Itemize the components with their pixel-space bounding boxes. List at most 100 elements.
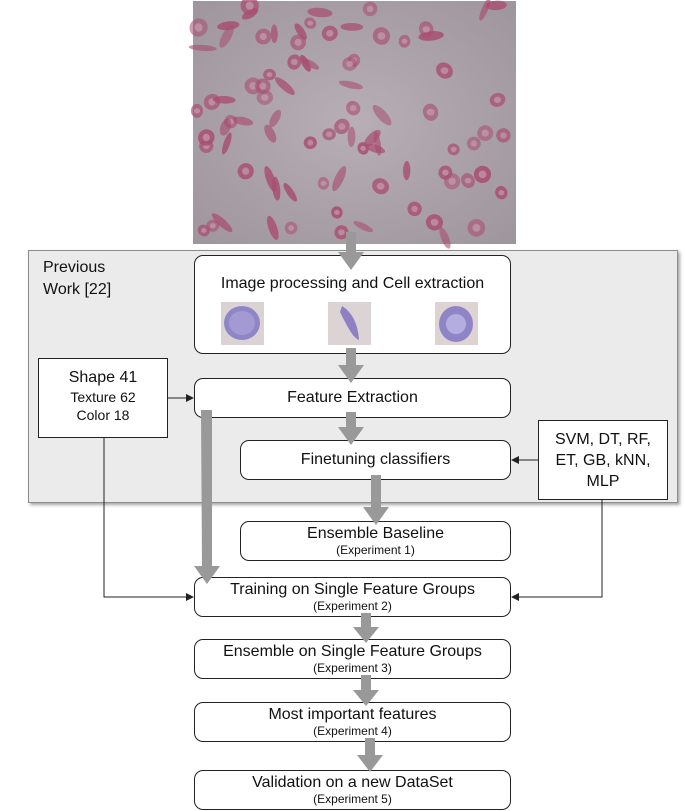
- texture-feature-count: Texture 62: [70, 389, 136, 405]
- blood-cell-center: [376, 182, 385, 190]
- blood-cell-center: [202, 133, 210, 142]
- color-feature-count: Color 18: [76, 407, 130, 423]
- blood-cell: [212, 95, 236, 104]
- finetuning-box: Finetuning classifiers: [240, 440, 511, 480]
- blood-cell-center: [194, 23, 203, 32]
- important-features-box: Most important features (Experiment 4): [194, 702, 511, 742]
- blood-cell-center: [326, 131, 333, 137]
- blood-cell-center: [411, 205, 418, 213]
- blood-cell: [332, 166, 347, 192]
- blood-cell-center: [472, 223, 481, 232]
- blood-cell: [340, 22, 364, 31]
- blood-cell-center: [470, 140, 477, 147]
- blood-cell: [217, 21, 240, 31]
- feature-extraction-box: Feature Extraction: [194, 378, 511, 418]
- step-experiment-label: (Experiment 4): [313, 724, 392, 738]
- blood-cell-center: [245, 1, 254, 10]
- validation-box: Validation on a new DataSet (Experiment …: [194, 770, 511, 810]
- blood-cell-center: [377, 32, 386, 40]
- cell-extraction-box: Image processing and Cell extraction: [194, 255, 511, 354]
- blood-cell-center: [498, 190, 505, 196]
- blood-cell: [307, 7, 333, 18]
- cell-thumbnail-sickle: [328, 302, 371, 345]
- blood-cell-center: [288, 225, 294, 231]
- blood-cell-center: [448, 177, 456, 185]
- blood-cell-center: [366, 5, 374, 13]
- blood-cell-center: [338, 123, 346, 130]
- blood-cell-center: [326, 29, 334, 37]
- blood-cell: [267, 215, 279, 240]
- blood-cell: [219, 24, 234, 48]
- blood-cell: [338, 80, 364, 90]
- blood-cell-center: [401, 38, 408, 44]
- blood-cell-center: [430, 218, 439, 226]
- classifiers-line2: ET, GB, kNN,: [555, 451, 651, 469]
- previous-work-label-line2: Work [22]: [43, 281, 112, 298]
- step-experiment-label: (Experiment 1): [336, 543, 415, 557]
- blood-cell-center: [493, 96, 502, 103]
- blood-cell-center: [259, 82, 267, 90]
- blood-cell-center: [320, 180, 327, 186]
- blood-cell-center: [334, 209, 340, 215]
- shape-feature-count: Shape 41: [68, 369, 138, 386]
- blood-cell-center: [440, 67, 449, 74]
- blood-cell: [439, 227, 451, 249]
- blood-cell-center: [209, 223, 216, 229]
- blood-cell: [188, 44, 217, 52]
- blood-cell: [269, 109, 281, 128]
- blood-cell-center: [259, 32, 267, 41]
- blood-cell-center: [442, 169, 449, 176]
- blood-cell: [274, 77, 295, 95]
- blood-cell-center: [338, 229, 345, 236]
- blood-cell-center: [346, 60, 354, 67]
- step-experiment-label: (Experiment 5): [313, 792, 392, 806]
- blood-cell: [353, 221, 374, 233]
- blood-cell-center: [290, 58, 298, 66]
- blood-cell-center: [481, 129, 489, 137]
- blood-cell-center: [478, 170, 487, 179]
- blood-cell-center: [349, 105, 357, 112]
- feature-extraction-title: Feature Extraction: [287, 389, 418, 406]
- blood-cell: [365, 143, 386, 154]
- blood-cell-center: [450, 146, 457, 152]
- classifiers-line3: MLP: [586, 472, 620, 490]
- single-feature-ensemble-box: Ensemble on Single Feature Groups (Exper…: [194, 639, 511, 679]
- blood-cell: [283, 183, 297, 202]
- blood-cell-center: [266, 72, 273, 78]
- blood-cell-center: [294, 38, 302, 47]
- step-title: Validation on a new DataSet: [252, 774, 453, 791]
- ensemble-baseline-box: Ensemble Baseline (Experiment 1): [240, 521, 511, 561]
- blood-cell: [294, 23, 307, 40]
- blood-cell-center: [360, 145, 366, 151]
- blood-cell-center: [249, 82, 258, 90]
- blood-cell: [347, 126, 356, 147]
- blood-cell: [402, 161, 411, 181]
- blood-cell: [301, 58, 320, 70]
- blood-cell-center: [307, 139, 314, 146]
- blood-cell: [372, 105, 392, 126]
- step-title: Ensemble Baseline: [307, 525, 444, 542]
- blood-cell: [270, 24, 278, 43]
- cell-thumbnail-target: [435, 302, 478, 345]
- blood-cell-center: [500, 132, 507, 139]
- blood-cell: [264, 124, 277, 143]
- blood-cell: [219, 118, 232, 136]
- feature-groups-box: Shape 41 Texture 62 Color 18: [38, 358, 168, 438]
- step-title: Most important features: [268, 706, 437, 723]
- blood-cell: [211, 213, 233, 233]
- classifiers-box: SVM, DT, RF, ET, GB, kNN, MLP: [538, 420, 668, 500]
- blood-cell-center: [201, 228, 207, 233]
- step-experiment-label: (Experiment 2): [313, 599, 392, 613]
- previous-work-label-line1: Previous: [43, 259, 106, 276]
- blood-cell-center: [422, 26, 430, 33]
- classifiers-line1: SVM, DT, RF,: [554, 430, 651, 448]
- previous-work-label: Previous Work [22]: [43, 257, 111, 301]
- blood-cell-center: [307, 20, 314, 26]
- step-title: Ensemble on Single Feature Groups: [223, 643, 482, 660]
- blood-cell: [272, 176, 281, 201]
- blood-cell-center: [261, 94, 269, 101]
- step-experiment-label: (Experiment 3): [313, 661, 392, 675]
- blood-cell-center: [193, 108, 201, 114]
- step-title: Training on Single Feature Groups: [230, 581, 475, 598]
